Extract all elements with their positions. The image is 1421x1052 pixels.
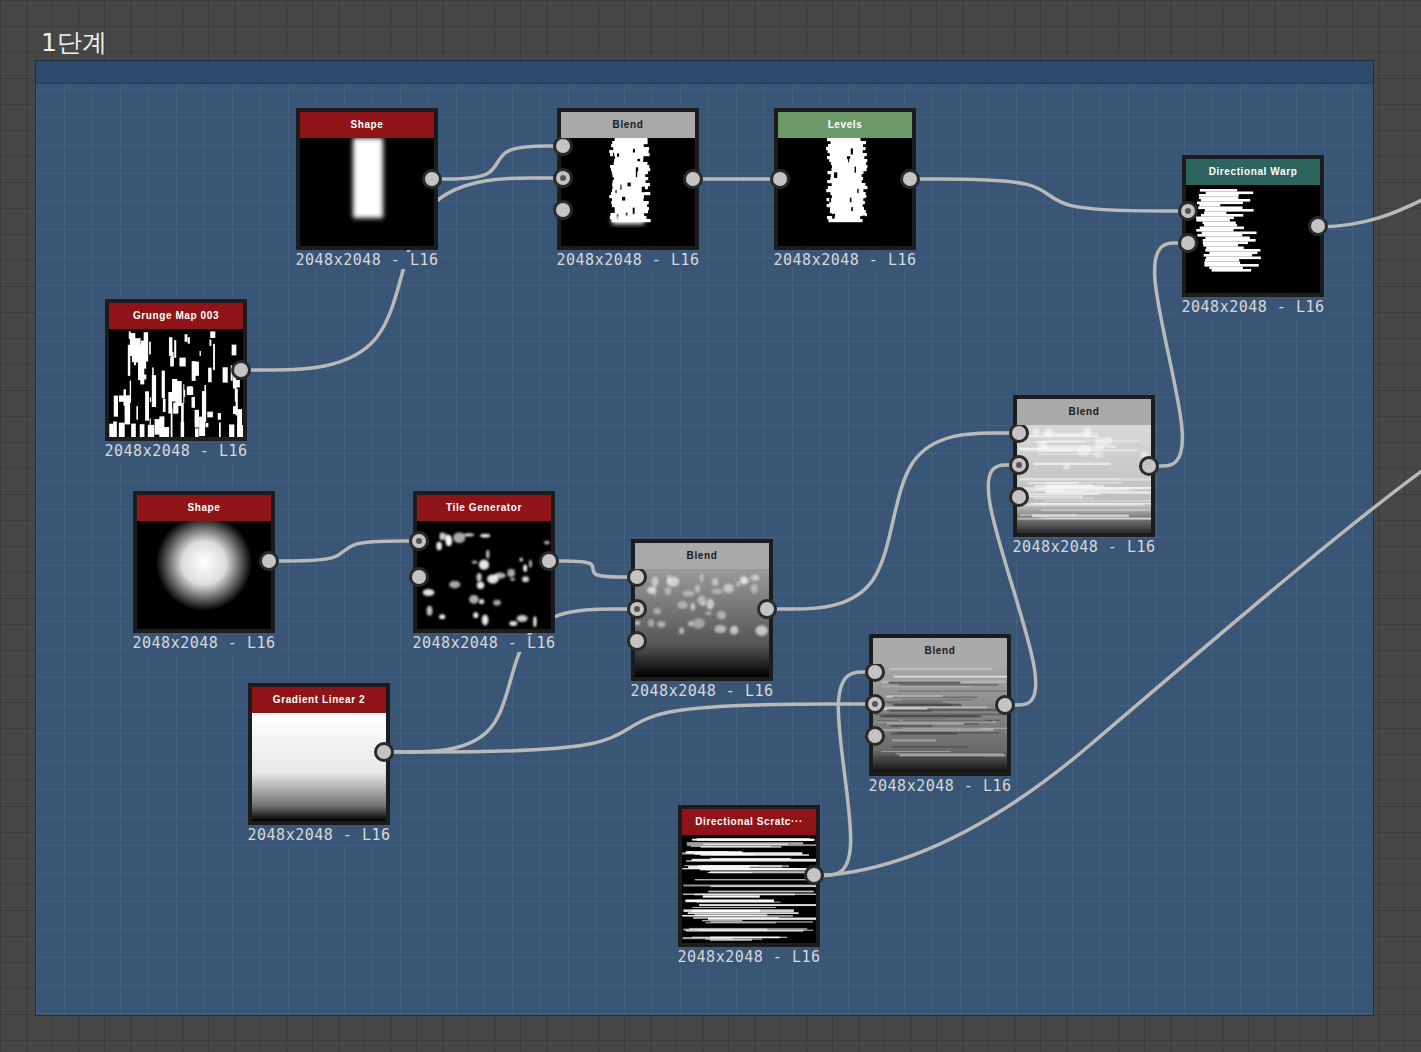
node-title: Blend (873, 638, 1007, 664)
socket (233, 362, 250, 379)
socket (1180, 203, 1197, 220)
socket (685, 171, 702, 188)
node-resolution: 2048x2048 - L16 (131, 635, 278, 652)
node-title: Directional Scratc··· (682, 809, 816, 835)
node-resolution: 2048x2048 - L16 (1011, 539, 1158, 556)
group-frame: 1단계Shape2048x2048 - L16Blend2048x2048 - … (35, 60, 1374, 1016)
graph-node: Blend2048x2048 - L16 (1013, 395, 1155, 537)
graph-node: Grunge Map 0032048x2048 - L16 (105, 299, 247, 441)
socket (867, 664, 884, 681)
graph-node: Blend2048x2048 - L16 (869, 634, 1011, 776)
node-title: Shape (300, 112, 434, 138)
node-resolution: 2048x2048 - L16 (1180, 299, 1327, 316)
node-resolution: 2048x2048 - L16 (629, 683, 776, 700)
node-resolution: 2048x2048 - L16 (103, 443, 250, 460)
socket (261, 553, 278, 570)
socket (411, 533, 428, 550)
socket-dot (872, 701, 878, 707)
socket (902, 171, 919, 188)
node-resolution: 2048x2048 - L16 (867, 778, 1014, 795)
socket-group (233, 362, 250, 379)
node-wire (699, 177, 774, 181)
socket (411, 569, 428, 586)
graph-node: Blend2048x2048 - L16 (631, 539, 773, 681)
node-resolution: 2048x2048 - L16 (772, 252, 919, 269)
socket-group (806, 867, 823, 884)
socket-dot (1016, 462, 1022, 468)
socket-dot (634, 606, 640, 612)
socket-group (261, 553, 278, 570)
graph-node: Shape2048x2048 - L16 (296, 108, 438, 250)
socket (555, 202, 572, 219)
node-title: Shape (137, 495, 271, 521)
socket (424, 171, 441, 188)
node-title: Levels (778, 112, 912, 138)
node-title: Tile Generator (417, 495, 551, 521)
socket-group (629, 569, 776, 650)
socket-group (867, 664, 1014, 745)
node-wire (916, 179, 1182, 211)
node-wire (275, 541, 413, 561)
socket (997, 697, 1014, 714)
node-wire (390, 704, 869, 752)
socket (1310, 218, 1327, 235)
socket-group (1180, 203, 1327, 252)
frame-title: 1단계 (41, 26, 107, 59)
graph-node: Blend2048x2048 - L16 (557, 108, 699, 250)
node-title: Gradient Linear 2 (252, 687, 386, 713)
socket (555, 170, 572, 187)
node-wire (820, 672, 869, 875)
socket (806, 867, 823, 884)
socket-dot (560, 175, 566, 181)
socket-group (1011, 425, 1158, 506)
offscreen-wire (1320, 196, 1421, 227)
socket (867, 696, 884, 713)
graph-node: Directional Warp2048x2048 - L16 (1182, 155, 1324, 297)
node-title: Blend (561, 112, 695, 138)
node-resolution: 2048x2048 - L16 (294, 252, 441, 269)
socket (1180, 235, 1197, 252)
node-title: Directional Warp (1186, 159, 1320, 185)
node-resolution: 2048x2048 - L16 (246, 827, 393, 844)
socket (772, 171, 789, 188)
socket (1141, 458, 1158, 475)
socket (629, 633, 646, 650)
socket (555, 138, 572, 155)
graph-node: Gradient Linear 22048x2048 - L16 (248, 683, 390, 825)
graph-node: Tile Generator2048x2048 - L16 (413, 491, 555, 633)
node-resolution: 2048x2048 - L16 (676, 949, 823, 966)
socket-group (555, 138, 702, 219)
socket (376, 744, 393, 761)
socket-group (424, 171, 441, 188)
node-resolution: 2048x2048 - L16 (555, 252, 702, 269)
socket-group (376, 744, 393, 761)
socket (629, 569, 646, 586)
graph-node: Directional Scratc···2048x2048 - L16 (678, 805, 820, 947)
socket (1011, 457, 1028, 474)
graph-node: Shape2048x2048 - L16 (133, 491, 275, 633)
node-wire (438, 146, 557, 179)
node-title: Blend (635, 543, 769, 569)
node-resolution: 2048x2048 - L16 (411, 635, 558, 652)
socket-group (411, 533, 558, 586)
socket-group (772, 171, 919, 188)
socket (759, 601, 776, 618)
frame-header-band (36, 61, 1373, 84)
node-wire (555, 561, 631, 577)
socket-dot (416, 538, 422, 544)
socket (541, 553, 558, 570)
graph-node: Levels2048x2048 - L16 (774, 108, 916, 250)
socket (629, 601, 646, 618)
socket (1011, 489, 1028, 506)
node-title: Blend (1017, 399, 1151, 425)
node-wire (1155, 243, 1183, 466)
node-title: Grunge Map 003 (109, 303, 243, 329)
socket (1011, 425, 1028, 442)
node-wire (773, 433, 1013, 609)
socket (867, 728, 884, 745)
socket-dot (1185, 208, 1191, 214)
